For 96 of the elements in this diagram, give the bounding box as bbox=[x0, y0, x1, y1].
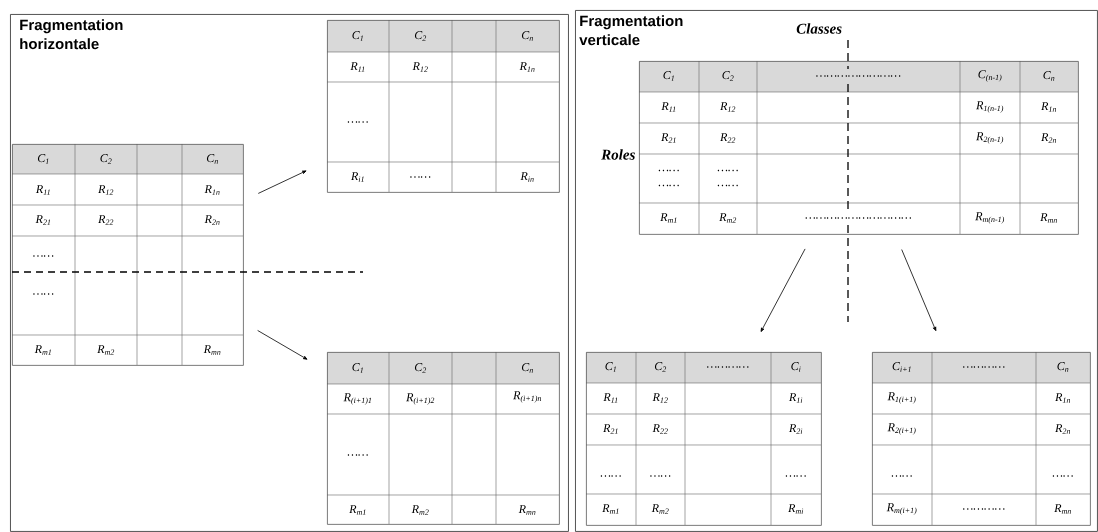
axis-label: Roles bbox=[601, 149, 635, 160]
cell-value: …… bbox=[650, 475, 671, 477]
cell-value: R$_{m1}$ bbox=[34, 345, 51, 355]
cell-value: …… bbox=[1052, 475, 1073, 477]
cell-value: R$_{2i}$ bbox=[788, 424, 803, 434]
cell-value: R$_{mn}$ bbox=[518, 505, 536, 515]
cell-value: R$_{1n}$ bbox=[204, 185, 220, 195]
arrow bbox=[257, 330, 308, 360]
cell-value: R$_{1n}$ bbox=[1041, 102, 1057, 112]
cell-value: C$_{2}$ bbox=[654, 362, 667, 372]
cell-value: …… bbox=[891, 475, 912, 477]
cell-value: C$_{1}$ bbox=[663, 71, 674, 81]
cell-value: …… bbox=[33, 293, 54, 295]
cell-value: R$_{mn}$ bbox=[203, 345, 221, 355]
cell-value: C$_{1}$ bbox=[352, 31, 363, 41]
cell-value: R$_{12}$ bbox=[412, 62, 428, 72]
cell-value: C$_{i}$ bbox=[791, 362, 801, 372]
cell-value: R$_{m1}$ bbox=[660, 213, 677, 223]
cell-value: R$_{m(n-1)}$ bbox=[975, 212, 1005, 224]
cell-value: C$_{1}$ bbox=[37, 154, 49, 164]
cell-value: R$_{2(n-1)}$ bbox=[976, 132, 1004, 144]
panel-heading: Fragmentation verticale bbox=[579, 15, 683, 46]
cell-value: C$_{2}$ bbox=[100, 154, 112, 164]
cell-value: …………………… bbox=[816, 75, 901, 77]
cell-value: R$_{12}$ bbox=[98, 185, 114, 195]
arrow bbox=[257, 170, 307, 194]
cell-value: C$_{n}$ bbox=[206, 154, 218, 164]
cell-value: R$_{22}$ bbox=[652, 424, 668, 434]
cell-value: C$_{n}$ bbox=[1043, 71, 1055, 81]
cell-value: C$_{i+1}$ bbox=[892, 362, 911, 372]
cell-value: R$_{22}$ bbox=[720, 133, 736, 143]
cell-value: ………… bbox=[963, 366, 1005, 368]
cell-value: R$_{2(i+1)}$ bbox=[887, 423, 916, 435]
cell-value: C$_{n}$ bbox=[521, 31, 533, 41]
table bbox=[326, 19, 560, 193]
table bbox=[871, 351, 1091, 526]
cell-value: R$_{21}$ bbox=[661, 133, 676, 143]
cell-value: R$_{11}$ bbox=[603, 393, 618, 403]
cell-value: R$_{in}$ bbox=[520, 172, 534, 182]
cell-value: …… bbox=[33, 255, 54, 257]
cell-value: R$_{m2}$ bbox=[719, 213, 737, 223]
cell-value: R$_{m1}$ bbox=[602, 504, 619, 514]
arrow bbox=[760, 248, 806, 332]
cell-value: R$_{11}$ bbox=[661, 102, 676, 112]
cell-value: R$_{12}$ bbox=[720, 102, 736, 112]
cell-value: C$_{(n-1)}$ bbox=[978, 70, 1002, 82]
cell-value: R$_{21}$ bbox=[35, 215, 51, 225]
cell-value: R$_{1(i+1)}$ bbox=[887, 392, 916, 404]
cell-value: C$_{2}$ bbox=[414, 363, 427, 373]
cell-value: R$_{m2}$ bbox=[651, 504, 669, 514]
cell-value: C$_{n}$ bbox=[1057, 362, 1069, 372]
table bbox=[326, 351, 560, 525]
cell-value: C$_{2}$ bbox=[414, 31, 427, 41]
cell-value: R$_{1n}$ bbox=[1055, 393, 1071, 403]
cell-value: R$_{i1}$ bbox=[350, 172, 364, 182]
cell-value: …… bbox=[347, 454, 368, 456]
cell-value: R$_{22}$ bbox=[98, 215, 114, 225]
cell-value: R$_{(i+1)n}$ bbox=[513, 391, 542, 403]
arrow bbox=[901, 249, 937, 332]
cell-value: R$_{2n}$ bbox=[1055, 424, 1071, 434]
cell-value: R$_{m(i+1)}$ bbox=[886, 503, 917, 515]
table bbox=[638, 60, 1079, 235]
cell-value: R$_{12}$ bbox=[652, 393, 668, 403]
cell-value: …… bbox=[347, 121, 368, 123]
cell-value: ………………………… bbox=[805, 217, 911, 219]
cell-value: R$_{11}$ bbox=[350, 62, 365, 72]
cell-value: ………… bbox=[963, 508, 1005, 510]
table bbox=[11, 143, 244, 366]
cell-value: R$_{2n}$ bbox=[1041, 133, 1057, 143]
cell-value: C$_{1}$ bbox=[605, 362, 616, 372]
cell-value: …… bbox=[600, 475, 621, 477]
cell-value: R$_{m2}$ bbox=[97, 345, 115, 355]
cell-value: R$_{1n}$ bbox=[519, 62, 535, 72]
cell-value: R$_{1(n-1)}$ bbox=[976, 101, 1004, 113]
cell-value: R$_{11}$ bbox=[35, 185, 50, 195]
cell-value: R$_{2n}$ bbox=[204, 215, 220, 225]
cell-value: R$_{mi}$ bbox=[788, 504, 804, 514]
cell-value: …… …… bbox=[658, 169, 679, 187]
cell-value: R$_{(i+1)1}$ bbox=[343, 393, 372, 405]
cell-value: C$_{1}$ bbox=[352, 363, 363, 373]
cell-value: R$_{21}$ bbox=[603, 424, 618, 434]
cell-value: …… …… bbox=[717, 169, 738, 187]
cell-value: R$_{mn}$ bbox=[1040, 213, 1057, 223]
cell-value: R$_{m1}$ bbox=[349, 505, 366, 515]
axis-label: Classes bbox=[796, 23, 842, 34]
cell-value: R$_{mn}$ bbox=[1054, 504, 1071, 514]
cell-value: …… bbox=[785, 475, 806, 477]
cell-value: ………… bbox=[707, 366, 749, 368]
cell-value: R$_{1i}$ bbox=[788, 393, 803, 403]
panel-heading: Fragmentation horizontale bbox=[20, 19, 123, 50]
cell-value: R$_{m2}$ bbox=[411, 505, 429, 515]
cell-value: …… bbox=[410, 176, 431, 178]
cell-value: R$_{(i+1)2}$ bbox=[406, 393, 435, 405]
cell-value: C$_{2}$ bbox=[722, 71, 734, 81]
table bbox=[585, 351, 822, 526]
cell-value: C$_{n}$ bbox=[521, 363, 533, 373]
